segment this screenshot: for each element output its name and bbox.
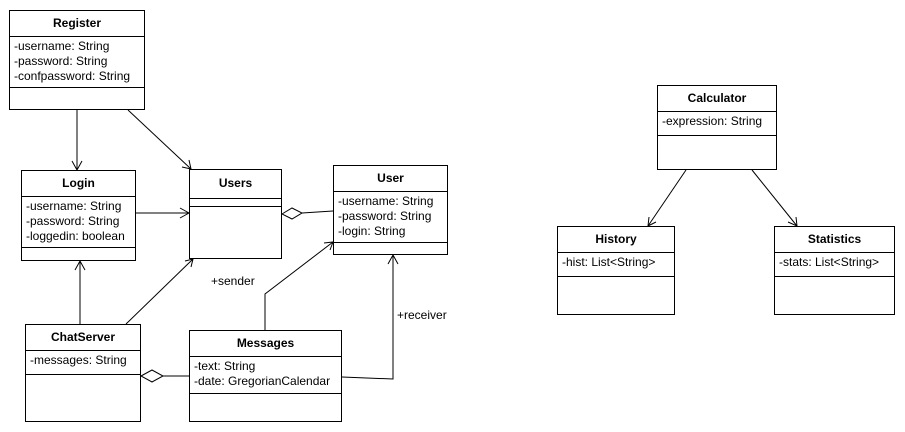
attribute: -messages: String: [30, 353, 127, 367]
attribute: -confpassword: String: [14, 69, 131, 83]
class-user[interactable]: User -username: String -password: String…: [333, 165, 448, 255]
attribute: -login: String: [338, 224, 406, 238]
class-messages-name: Messages: [190, 331, 341, 357]
association-messages-user-sender: [264, 241, 334, 330]
attribute: -password: String: [338, 209, 432, 223]
aggregation-users-user: [301, 210, 334, 214]
attribute: -hist: List<String>: [562, 255, 656, 269]
class-register[interactable]: Register -username: String -password: St…: [9, 10, 145, 110]
class-messages-attributes: -text: String -date: GregorianCalendar: [190, 357, 341, 394]
class-login-name: Login: [22, 171, 135, 197]
attribute: -username: String: [338, 194, 434, 208]
attribute: -expression: String: [662, 114, 763, 128]
attribute: -username: String: [26, 199, 122, 213]
arrowhead: [179, 207, 191, 219]
aggregation-diamond: [139, 369, 165, 383]
attribute: -password: String: [26, 214, 120, 228]
class-calculator-name: Calculator: [658, 86, 776, 112]
class-register-name: Register: [10, 11, 144, 37]
role-label-receiver: +receiver: [397, 308, 447, 322]
class-user-attributes: -username: String -password: String -log…: [334, 192, 447, 243]
class-calculator[interactable]: Calculator -expression: String: [657, 85, 777, 170]
class-history-name: History: [558, 227, 674, 253]
arrowhead: [323, 241, 334, 251]
arrowhead: [71, 160, 83, 172]
association-calculator-history: [647, 169, 687, 227]
aggregation-diamond: [280, 207, 304, 220]
class-user-name: User: [334, 166, 447, 192]
attribute: -username: String: [14, 39, 110, 53]
attribute: -stats: List<String>: [779, 255, 880, 269]
arrowhead: [387, 253, 399, 265]
association-messages-user-receiver: [341, 255, 394, 380]
attribute: -password: String: [14, 54, 108, 68]
class-chatserver-name: ChatServer: [26, 325, 140, 351]
arrowhead: [647, 216, 657, 227]
attribute: -loggedin: boolean: [26, 229, 125, 243]
association-register-users: [127, 109, 192, 170]
arrowhead: [181, 159, 192, 170]
class-statistics[interactable]: Statistics -stats: List<String>: [774, 226, 895, 315]
class-statistics-name: Statistics: [775, 227, 894, 253]
class-register-attributes: -username: String -password: String -con…: [10, 37, 144, 88]
arrowhead: [787, 216, 798, 227]
class-users[interactable]: Users: [189, 169, 282, 259]
association-calculator-statistics: [751, 169, 798, 227]
role-label-sender: +sender: [211, 274, 255, 288]
class-statistics-attributes: -stats: List<String>: [775, 253, 894, 277]
association-chatserver-users: [125, 258, 194, 325]
class-login[interactable]: Login -username: String -password: Strin…: [21, 170, 136, 261]
arrowhead: [184, 258, 194, 268]
class-calculator-attributes: -expression: String: [658, 112, 776, 136]
class-users-attributes: [190, 199, 281, 207]
class-history[interactable]: History -hist: List<String>: [557, 226, 675, 315]
class-history-attributes: -hist: List<String>: [558, 253, 674, 277]
class-chatserver-attributes: -messages: String: [26, 351, 140, 375]
class-messages[interactable]: Messages -text: String -date: GregorianC…: [189, 330, 342, 422]
class-users-name: Users: [190, 170, 281, 199]
arrowhead: [74, 259, 86, 271]
class-chatserver[interactable]: ChatServer -messages: String: [25, 324, 141, 422]
attribute: -text: String: [194, 359, 256, 373]
class-login-attributes: -username: String -password: String -log…: [22, 197, 135, 248]
attribute: -date: GregorianCalendar: [194, 374, 331, 388]
